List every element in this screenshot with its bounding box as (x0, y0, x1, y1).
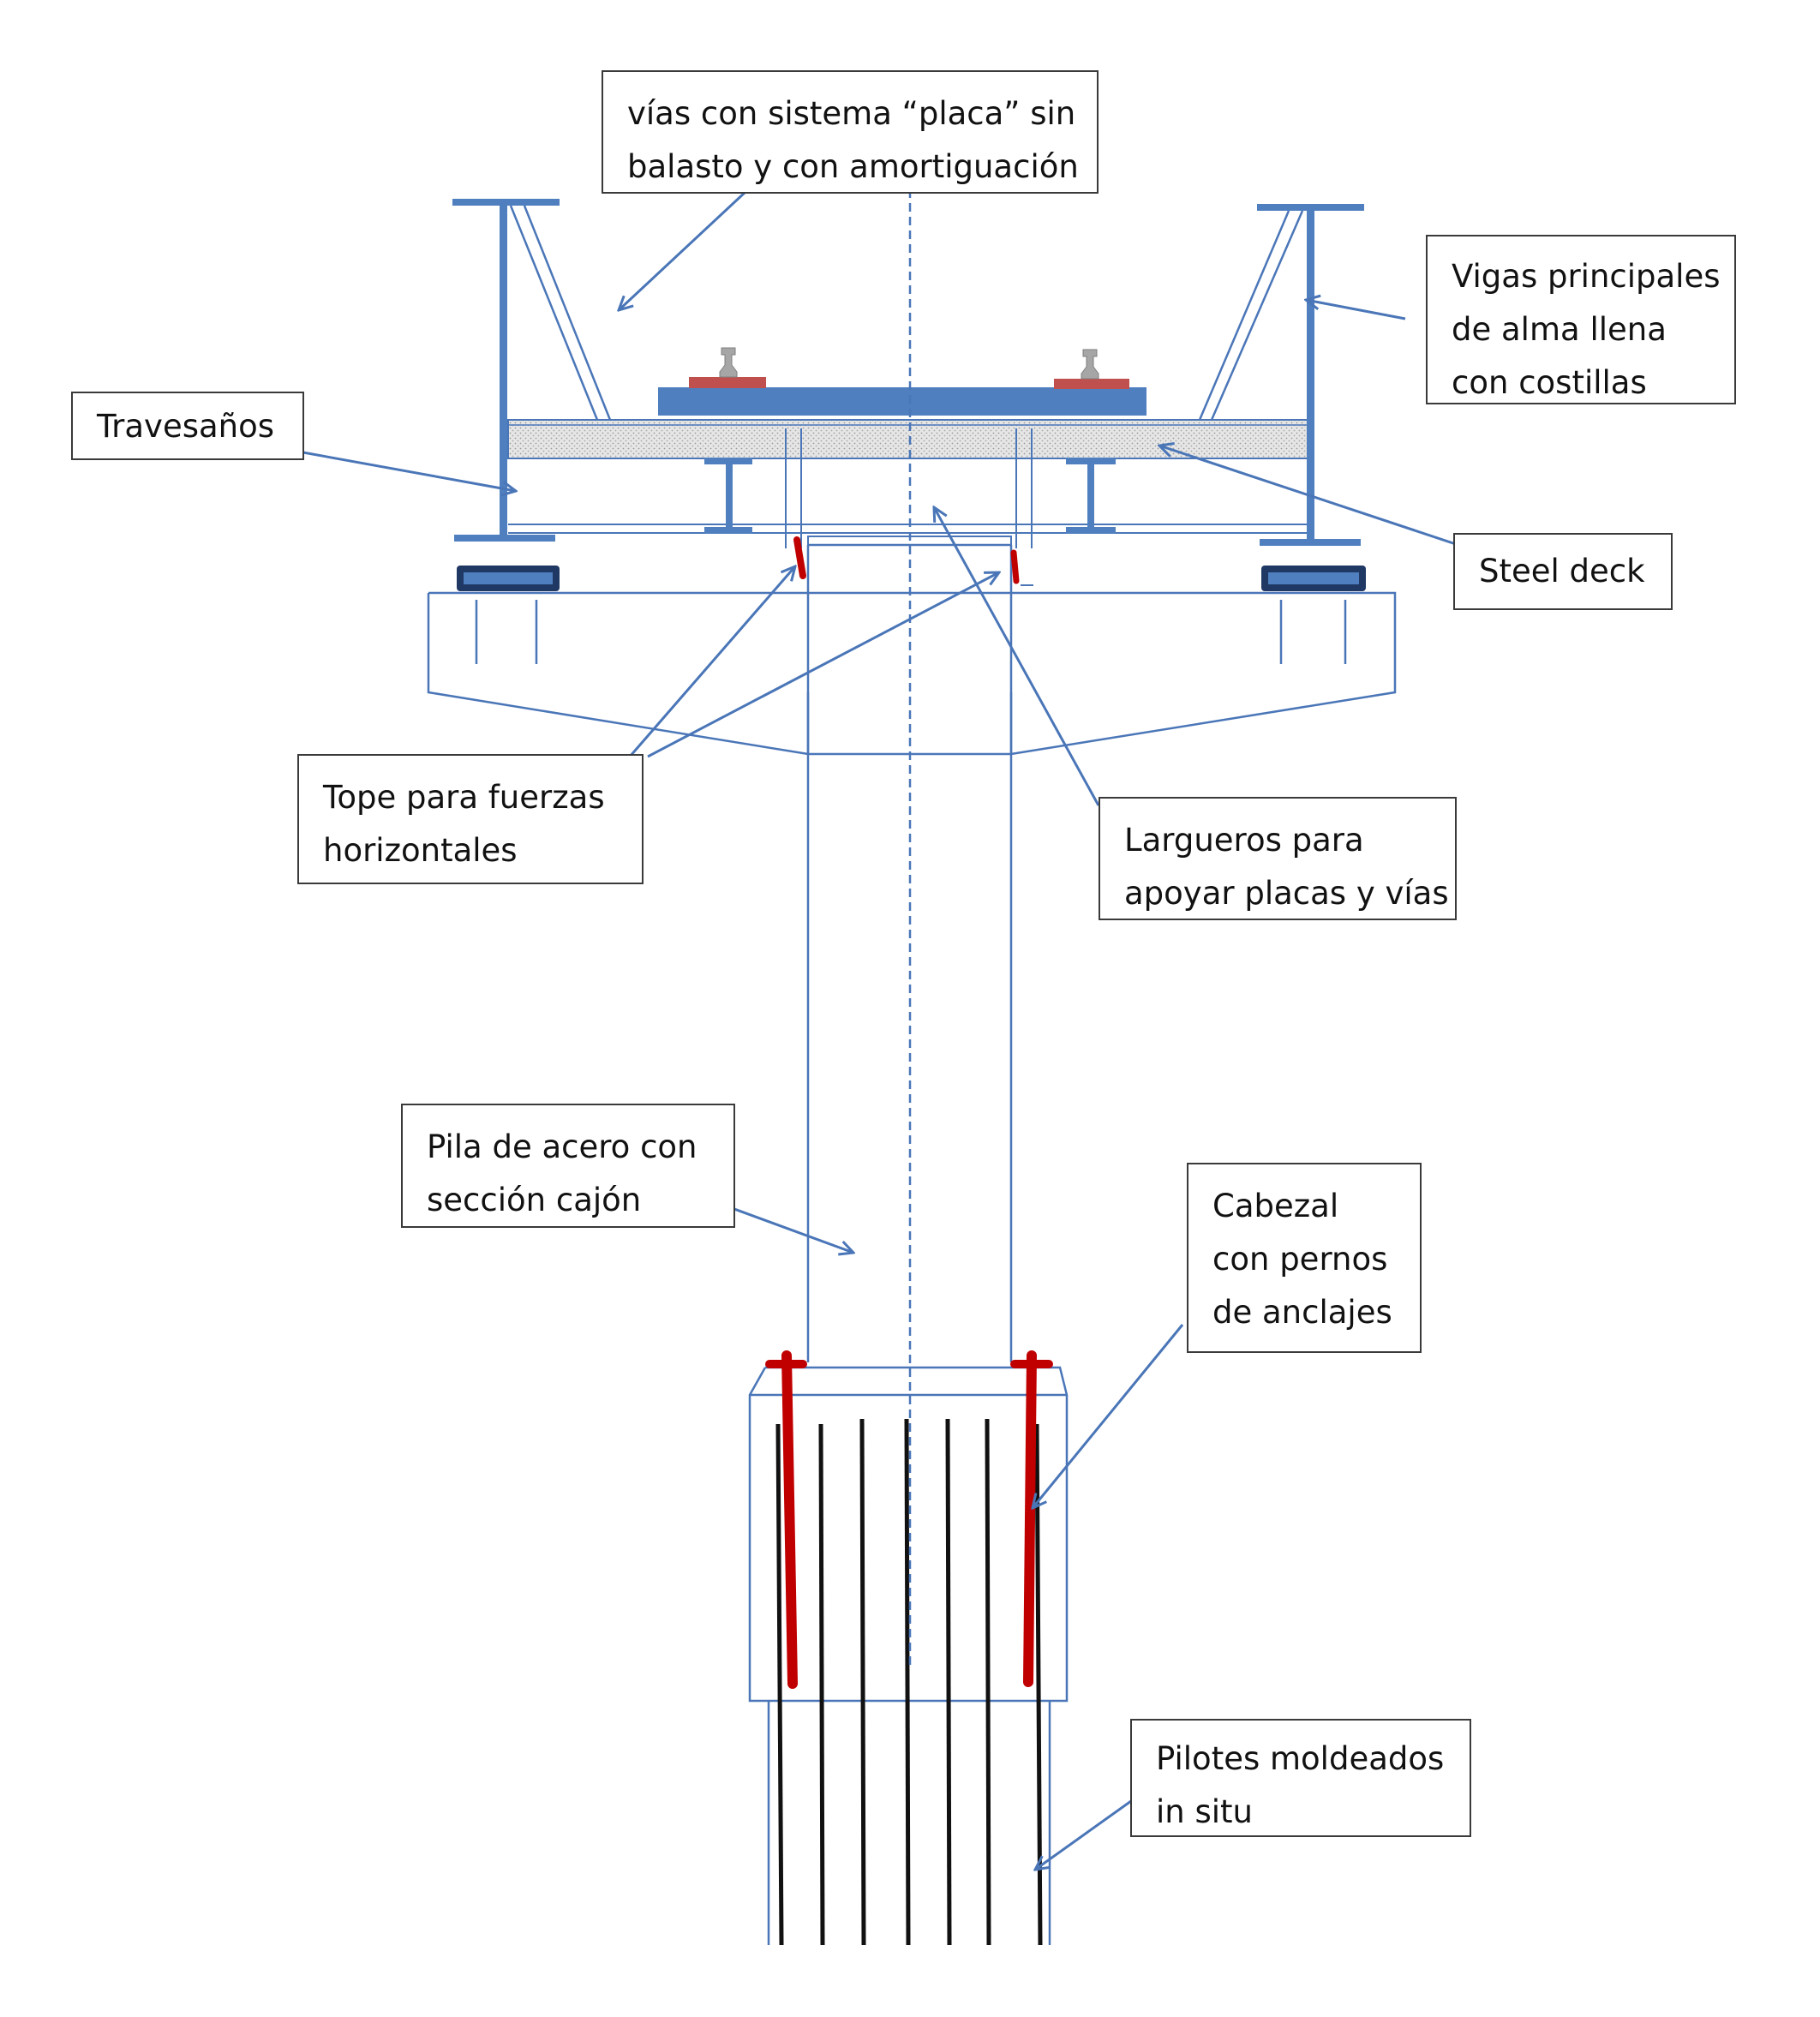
stringer-left (704, 458, 752, 534)
label-line: de anclajes (1212, 1294, 1392, 1331)
arrow-vias (619, 190, 747, 310)
track-slab (658, 387, 1146, 416)
label-line: horizontales (323, 832, 518, 869)
anchor-bolt-left (765, 1350, 807, 1689)
label-line: Pilotes moldeados (1156, 1740, 1445, 1777)
arrow-vigas (1306, 300, 1406, 320)
arrow-cabezal (1033, 1324, 1184, 1508)
label-line: balasto y con amortiguación (627, 148, 1079, 185)
arrow-steel-deck (1159, 446, 1459, 547)
label-line: Tope para fuerzas (323, 779, 605, 816)
stop-left (793, 536, 806, 579)
label-line: Vigas principales (1452, 258, 1721, 295)
rail-right (1054, 349, 1129, 389)
anchor-bolt-right (1010, 1350, 1053, 1687)
label-line: Cabezal (1212, 1188, 1339, 1224)
deck-verticals (785, 428, 1033, 548)
stop-right (1010, 549, 1020, 584)
label-line: Largueros para (1124, 822, 1364, 859)
leader-arrows (278, 190, 1459, 1870)
label-steel-deck: Steel deck (1453, 533, 1673, 610)
stringer-right (1066, 458, 1116, 534)
arrow-pilotes (1035, 1799, 1132, 1870)
label-line: apoyar placas y vías (1124, 875, 1449, 912)
label-line: Steel deck (1479, 553, 1645, 590)
label-line: in situ (1156, 1793, 1254, 1830)
label-line: de alma llena (1452, 311, 1667, 348)
label-vias-sistema-placa: vías con sistema “placa” sin balasto y c… (602, 70, 1099, 194)
label-line: Pila de acero con (427, 1128, 697, 1165)
arrow-largueros (934, 507, 1100, 806)
rail-left (689, 347, 766, 388)
arrow-tope-right (647, 572, 999, 758)
arrow-tope-left (628, 566, 795, 757)
label-largueros: Largueros para apoyar placas y vías (1099, 797, 1457, 920)
arrow-travesanos (278, 446, 516, 491)
label-cabezal: Cabezal con pernos de anclajes (1187, 1163, 1422, 1353)
label-line: sección cajón (427, 1182, 642, 1218)
pier-cap (427, 591, 1397, 756)
label-pilotes: Pilotes moldeados in situ (1130, 1719, 1471, 1837)
steel-box-pier (806, 543, 1013, 1362)
label-line: con costillas (1452, 364, 1647, 401)
label-travesanos: Travesaños (71, 392, 304, 460)
label-tope-fuerzas-horizontales: Tope para fuerzas horizontales (297, 754, 644, 884)
main-girder-right (1198, 204, 1364, 546)
bearing-right (1261, 566, 1366, 591)
pile-cap (748, 1366, 1069, 1703)
main-girder-left (452, 199, 612, 542)
label-line: vías con sistema “placa” sin (627, 95, 1076, 132)
label-line: Travesaños (97, 408, 275, 445)
label-pila-acero: Pila de acero con sección cajón (401, 1104, 735, 1228)
bearing-left (457, 566, 560, 591)
pile-outlines (767, 1701, 1051, 1945)
label-vigas-principales: Vigas principales de alma llena con cost… (1426, 235, 1736, 404)
label-line: con pernos (1212, 1241, 1388, 1278)
